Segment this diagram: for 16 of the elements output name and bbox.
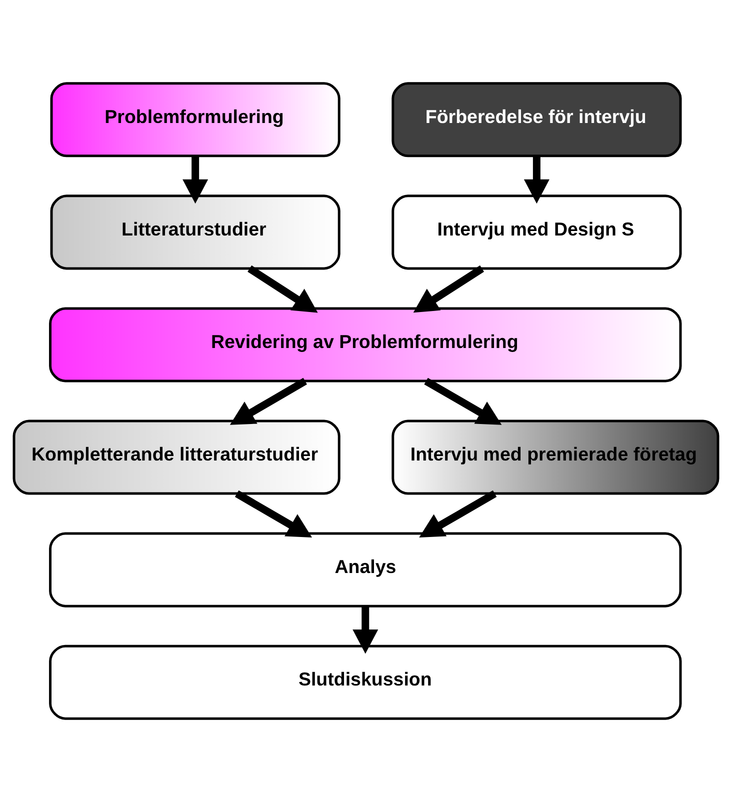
node-box: Slutdiskussion <box>48 644 682 720</box>
arrow <box>352 606 378 654</box>
node-box: Intervju med Design S <box>391 194 682 270</box>
arrow <box>229 378 306 425</box>
node-box: Förberedelse för intervju <box>391 82 682 158</box>
node-box: Litteraturstudier <box>50 194 340 270</box>
arrow <box>234 490 312 538</box>
node-box: Intervju med premierade företag <box>391 420 719 495</box>
arrow <box>418 490 496 538</box>
arrow <box>424 378 502 425</box>
node-box: Problemformulering <box>50 82 340 158</box>
node-box: Revidering av Problemformulering <box>48 307 682 382</box>
arrow <box>523 156 549 204</box>
node-box: Kompletterande litteraturstudier <box>12 420 340 495</box>
arrow <box>182 156 208 204</box>
node-box: Analys <box>48 532 682 608</box>
